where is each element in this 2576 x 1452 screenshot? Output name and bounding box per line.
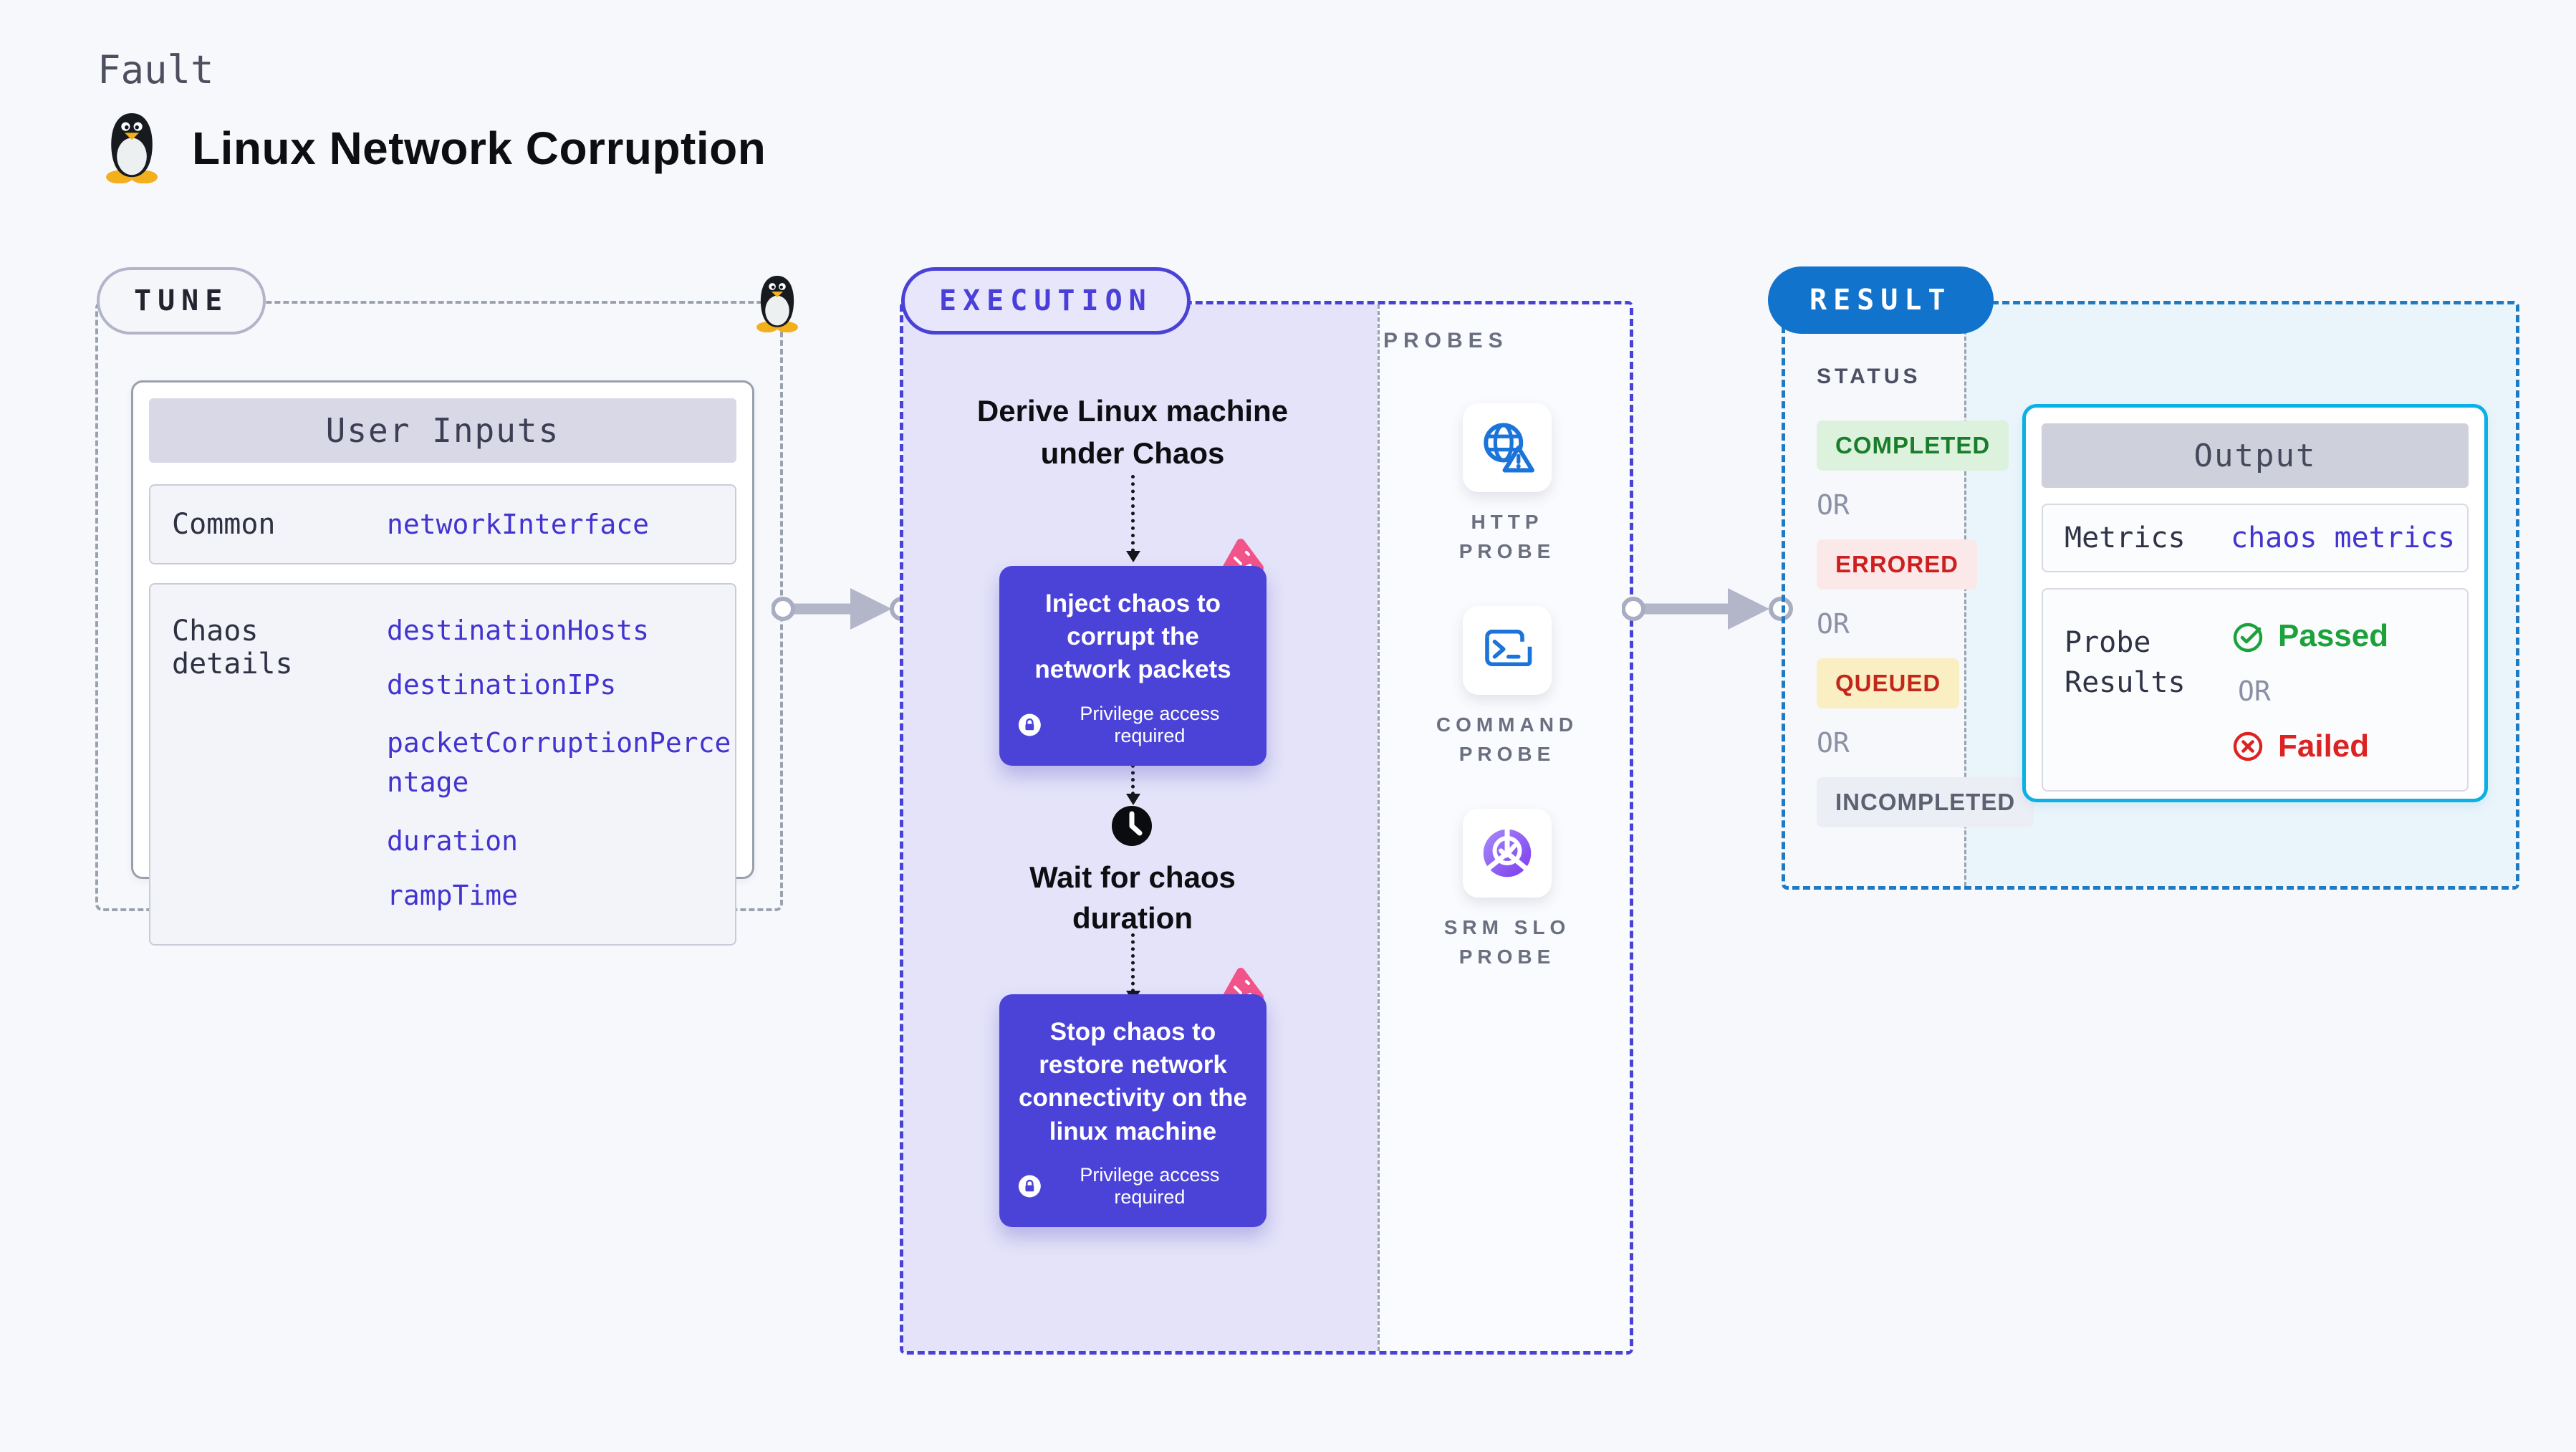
probe-results-label: Probe Results [2065,626,2186,699]
row-label: Common [172,508,276,541]
or-text: OR [2238,675,2271,707]
output-title: Output [2042,423,2469,488]
probe-name: COMMAND PROBE [1436,713,1579,765]
probe-item-command: COMMAND PROBE [1421,606,1593,769]
execution-to-result-arrow [1621,586,1794,635]
user-inputs-row-common: Common networkInterface [149,484,736,564]
status-badge-incompleted: INCOMPLETED [1817,777,2034,827]
privilege-text: Privilege access required [1080,702,1220,746]
globe-alert-icon [1463,403,1552,492]
status-column: STATUS COMPLETED OR ERRORED OR QUEUED OR… [1785,304,2034,827]
probe-name: SRM SLO PROBE [1443,916,1571,968]
output-card: Output Metrics chaos metrics Probe Resul… [2022,404,2488,802]
lock-icon [1018,713,1041,736]
page-title-row: Linux Network Corruption [99,109,766,187]
probes-label: PROBES [1383,329,1509,352]
tune-section-badge: TUNE [97,267,266,335]
tux-penguin-icon [99,109,165,187]
user-inputs-row-chaos-details: Chaos details destinationHosts destinati… [149,583,736,946]
user-inputs-title: User Inputs [149,398,736,463]
or-text: OR [1817,608,1850,640]
fault-eyebrow: Fault [97,47,214,92]
result-section-box: STATUS COMPLETED OR ERRORED OR QUEUED OR… [1782,301,2519,890]
execution-section-box: Derive Linux machine under Chaos Inject … [900,301,1633,1355]
privilege-text: Privilege access required [1080,1163,1220,1208]
tux-penguin-icon-small [751,272,804,336]
page-title: Linux Network Corruption [192,122,766,174]
wait-step-text: Wait for chaos duration [1029,860,1236,935]
input-variable: destinationHosts [387,615,650,646]
terminal-icon [1463,606,1552,696]
result-separator [1964,304,1966,886]
check-circle-icon [2233,622,2263,653]
inject-step-text: Inject chaos to corrupt the network pack… [1034,590,1231,684]
row-label: Chaos details [172,615,293,681]
failed-text: Failed [2278,729,2370,764]
stop-chaos-step: Stop chaos to restore network connectivi… [999,994,1267,1227]
x-circle-icon [2233,731,2263,761]
derive-step-text: Derive Linux machine under Chaos [976,394,1289,470]
probe-name: HTTP PROBE [1458,511,1556,562]
metrics-value: chaos metrics [2231,521,2456,554]
or-text: OR [1817,727,1850,759]
input-variable: rampTime [387,880,519,912]
stop-step-text: Stop chaos to restore network connectivi… [1019,1018,1247,1145]
result-section-badge: RESULT [1768,266,1994,334]
probe-item-http: HTTP PROBE [1421,403,1593,566]
flow-connector-arrow [1126,475,1140,562]
input-variable: duration [387,825,519,857]
lock-icon [1018,1175,1041,1198]
status-label: STATUS [1817,365,1921,388]
inject-chaos-step: Inject chaos to corrupt the network pack… [999,566,1267,766]
passed-line: Passed [2231,618,2388,654]
status-badge-queued: QUEUED [1817,658,1960,708]
probe-item-srm-slo: SRM SLO PROBE [1421,809,1593,971]
status-badge-completed: COMPLETED [1817,420,2009,471]
metrics-label: Metrics [2065,521,2186,554]
execution-section-badge: EXECUTION [901,267,1191,335]
flow-connector-arrow [1126,933,1140,1002]
privilege-row: Privilege access required [1018,703,1248,747]
privilege-row: Privilege access required [1018,1164,1248,1208]
probes-list: HTTP PROBE COMMAND PROBE [1378,403,1637,1012]
passed-text: Passed [2278,618,2389,653]
probe-results-row: Probe Results Passed OR [2042,588,2469,792]
input-variable: networkInterface [387,509,650,540]
clock-icon [1110,804,1153,851]
user-inputs-card: User Inputs Common networkInterface Chao… [131,380,754,946]
tune-to-execution-arrow [771,586,915,635]
slo-donut-icon [1463,809,1552,898]
input-variable: destinationIPs [387,669,617,701]
or-text: OR [1817,489,1850,521]
status-badge-errored: ERRORED [1817,539,1978,590]
failed-line: Failed [2231,729,2369,764]
metrics-row: Metrics chaos metrics [2042,504,2469,572]
input-variable: packetCorruptionPercentage [387,727,731,799]
probes-separator [1378,304,1380,1351]
